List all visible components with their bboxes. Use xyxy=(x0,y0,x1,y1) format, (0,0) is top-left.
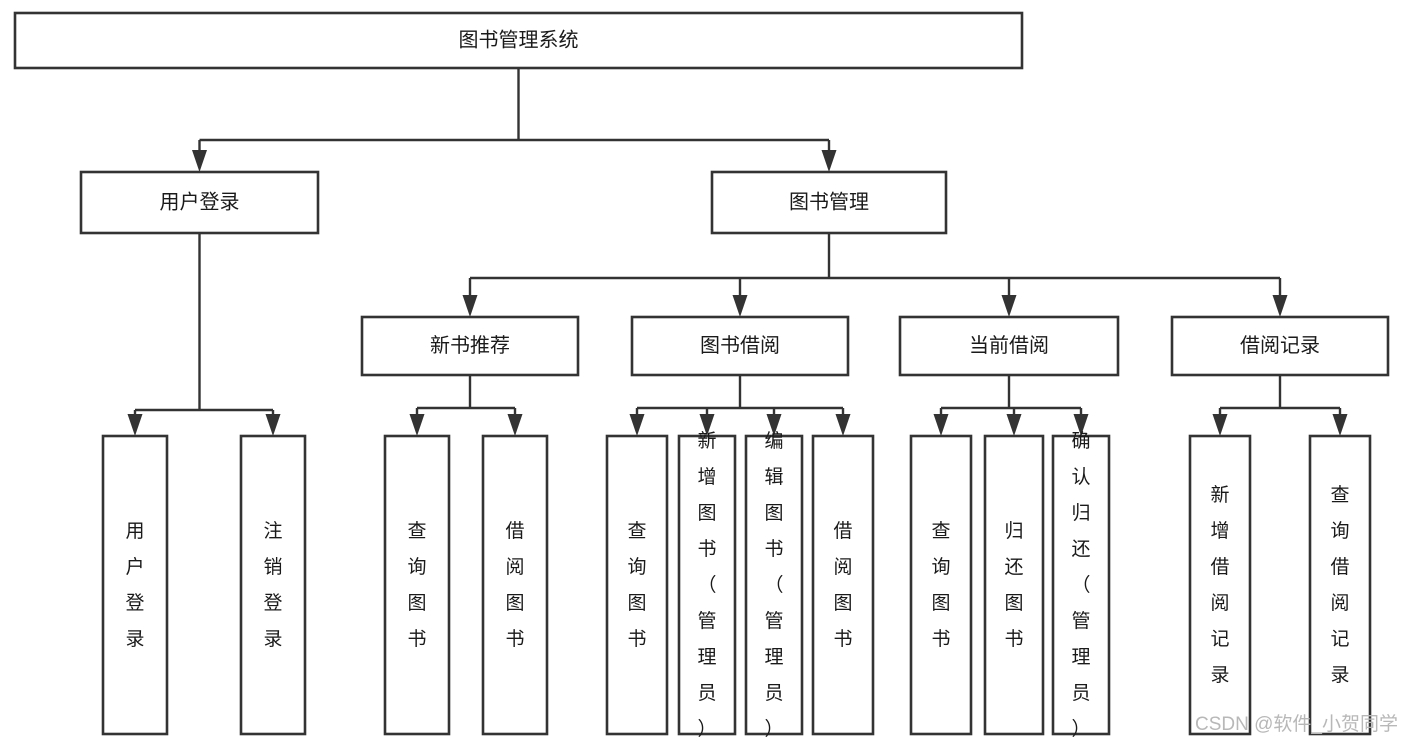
node-label-current-borrow: 当前借阅 xyxy=(969,334,1049,357)
node-box-user-login xyxy=(79,170,320,235)
connector-group-borrow-record xyxy=(1212,375,1348,436)
node-leaf-query-record[interactable]: 查询借阅记录 xyxy=(1308,434,1372,736)
node-leaf-user-login[interactable]: 用户登录 xyxy=(101,434,169,736)
connector-group-current-borrow xyxy=(933,375,1089,436)
node-leaf-query-book-current[interactable]: 查询图书 xyxy=(909,434,973,736)
node-label-leaf-edit-book: 编辑图书（管理员） xyxy=(764,430,783,740)
node-new-book-recommend[interactable]: 新书推荐 xyxy=(360,315,580,377)
node-leaf-query-book-recommend[interactable]: 查询图书 xyxy=(383,434,451,736)
node-label-leaf-user-login: 用户登录 xyxy=(125,521,144,650)
connector-group-user-login xyxy=(127,233,281,436)
node-leaf-borrow-book-recommend[interactable]: 借阅图书 xyxy=(481,434,549,736)
node-leaf-return-book[interactable]: 归还图书 xyxy=(983,434,1045,736)
connector-layer xyxy=(127,68,1348,436)
node-label-book-borrow: 图书借阅 xyxy=(700,334,780,357)
node-leaf-add-book[interactable]: 新增图书（管理员） xyxy=(677,430,737,740)
node-box-leaf-borrow-book xyxy=(811,434,875,736)
node-label-leaf-logout: 注销登录 xyxy=(263,520,282,650)
node-box-leaf-edit-book xyxy=(744,434,804,736)
node-label-new-book-recommend: 新书推荐 xyxy=(430,334,510,357)
node-box-leaf-logout xyxy=(239,434,307,736)
node-box-leaf-query-book-recommend xyxy=(383,434,451,736)
node-label-leaf-query-book-recommend: 查询图书 xyxy=(407,520,426,650)
watermark-text: CSDN @软件_小贺同学 xyxy=(1195,713,1398,735)
node-leaf-add-record[interactable]: 新增借阅记录 xyxy=(1188,434,1252,736)
node-label-leaf-add-record: 新增借阅记录 xyxy=(1210,484,1229,686)
node-label-leaf-query-book-current: 查询图书 xyxy=(931,520,950,650)
node-box-book-borrow xyxy=(630,315,850,377)
node-box-leaf-query-record xyxy=(1308,434,1372,736)
node-box-root xyxy=(13,11,1024,70)
connector-group-book-manage xyxy=(462,233,1288,317)
node-book-manage[interactable]: 图书管理 xyxy=(710,170,948,235)
node-leaf-logout[interactable]: 注销登录 xyxy=(239,434,307,736)
node-leaf-borrow-book[interactable]: 借阅图书 xyxy=(811,434,875,736)
node-label-root: 图书管理系统 xyxy=(459,29,579,52)
node-box-leaf-add-book xyxy=(677,434,737,736)
connector-group-book-borrow xyxy=(629,375,851,436)
node-label-leaf-return-book: 归还图书 xyxy=(1004,520,1023,650)
node-label-book-manage: 图书管理 xyxy=(789,191,869,214)
node-box-leaf-confirm-return xyxy=(1051,434,1111,736)
node-current-borrow[interactable]: 当前借阅 xyxy=(898,315,1120,377)
node-leaf-query-book-borrow[interactable]: 查询图书 xyxy=(605,434,669,736)
node-box-book-manage xyxy=(710,170,948,235)
connector-group-new-book-recommend xyxy=(409,375,523,436)
node-label-leaf-query-book-borrow: 查询图书 xyxy=(627,520,646,650)
node-label-borrow-record: 借阅记录 xyxy=(1240,334,1320,357)
node-box-leaf-return-book xyxy=(983,434,1045,736)
node-leaf-confirm-return[interactable]: 确认归还（管理员） xyxy=(1051,430,1111,740)
node-box-borrow-record xyxy=(1170,315,1390,377)
node-box-leaf-borrow-book-recommend xyxy=(481,434,549,736)
node-box-current-borrow xyxy=(898,315,1120,377)
node-box-leaf-add-record xyxy=(1188,434,1252,736)
node-layer: 图书管理系统用户登录图书管理新书推荐图书借阅当前借阅借阅记录用户登录注销登录查询… xyxy=(13,11,1390,740)
node-borrow-record[interactable]: 借阅记录 xyxy=(1170,315,1390,377)
node-book-borrow[interactable]: 图书借阅 xyxy=(630,315,850,377)
node-box-new-book-recommend xyxy=(360,315,580,377)
node-root[interactable]: 图书管理系统 xyxy=(13,11,1024,70)
node-label-leaf-confirm-return: 确认归还（管理员） xyxy=(1071,430,1090,740)
node-label-user-login: 用户登录 xyxy=(160,191,240,214)
connector-group-root xyxy=(192,68,837,172)
node-user-login[interactable]: 用户登录 xyxy=(79,170,320,235)
node-label-leaf-add-book: 新增图书（管理员） xyxy=(697,430,716,740)
node-label-leaf-query-record: 查询借阅记录 xyxy=(1330,484,1349,686)
node-box-leaf-query-book-current xyxy=(909,434,973,736)
node-label-leaf-borrow-book-recommend: 借阅图书 xyxy=(505,520,524,650)
node-leaf-edit-book[interactable]: 编辑图书（管理员） xyxy=(744,430,804,740)
node-label-leaf-borrow-book: 借阅图书 xyxy=(833,520,852,650)
node-box-leaf-query-book-borrow xyxy=(605,434,669,736)
node-box-leaf-user-login xyxy=(101,434,169,736)
